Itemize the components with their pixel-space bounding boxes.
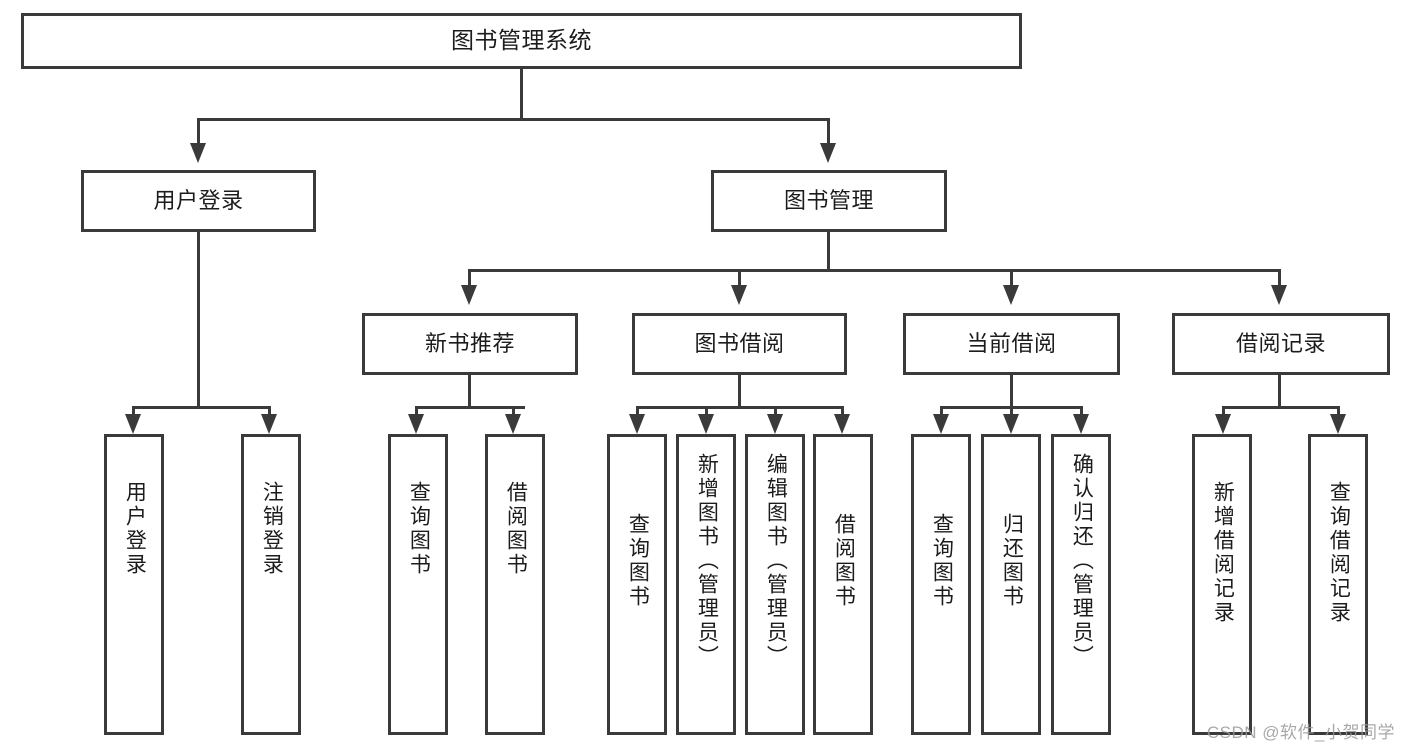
connector-new-book-recommend-bar [415,406,525,409]
node-label: 新增借阅记录 [1211,481,1235,625]
arrowhead-new-book-recommend [461,285,477,305]
leaf-nbr-query-book[interactable]: 查询图书 [388,434,448,735]
arrowhead-leaf-user-login-1 [261,414,277,434]
node-label: 查询图书 [626,513,650,609]
connector-borrow-record-stem [1278,375,1281,408]
node-current-borrow[interactable]: 当前借阅 [903,313,1120,375]
arrowhead-leaf-bb-1 [698,414,714,434]
connector-drop-leaf-cb-0 [940,406,943,416]
connector-new-book-recommend-stem [468,375,471,408]
arrowhead-leaf-cb-2 [1073,414,1089,434]
connector-drop-borrow-record [1278,269,1281,287]
connector-drop-leaf-user-login-0 [132,406,135,416]
arrowhead-current-borrow [1003,285,1019,305]
connector-user-login-bar [132,406,271,409]
node-user-login[interactable]: 用户登录 [81,170,316,232]
connector-drop-leaf-bb-0 [636,406,639,416]
node-label: 图书管理 [783,187,874,213]
connector-drop-leaf-bb-2 [774,406,777,416]
arrowhead-borrow-record [1271,285,1287,305]
leaf-user-login-login[interactable]: 用户登录 [104,434,164,735]
connector-drop-leaf-bb-3 [841,406,844,416]
arrowhead-leaf-cb-1 [1003,414,1019,434]
node-label: 用户登录 [123,481,147,577]
connector-drop-leaf-cb-2 [1080,406,1083,416]
node-label: 图书借阅 [694,330,785,356]
node-label: 用户登录 [153,187,244,213]
node-label: 借阅记录 [1235,330,1326,356]
arrowhead-leaf-user-login-0 [125,414,141,434]
arrowhead-leaf-nbr-1 [505,414,521,434]
leaf-br-query-record[interactable]: 查询借阅记录 [1308,434,1368,735]
connector-drop-user-login [197,118,200,145]
leaf-bb-borrow-book[interactable]: 借阅图书 [813,434,873,735]
node-root-book-management-system[interactable]: 图书管理系统 [21,13,1022,69]
connector-drop-new-book-recommend [468,269,471,287]
node-label: 新书推荐 [424,330,515,356]
connector-book-borrow-stem [738,375,741,408]
node-label: 归还图书 [1000,513,1024,609]
connector-book-management-stem [827,232,830,271]
connector-root-stem [520,69,523,118]
arrowhead-book-borrow [731,285,747,305]
connector-drop-leaf-br-1 [1337,406,1340,416]
node-label: 编辑图书（管理员） [764,453,788,669]
node-label: 注销登录 [260,481,284,577]
leaf-user-login-logout[interactable]: 注销登录 [241,434,301,735]
leaf-cb-return-book[interactable]: 归还图书 [981,434,1041,735]
arrowhead-leaf-bb-2 [767,414,783,434]
connector-drop-leaf-nbr-0 [415,406,418,416]
connector-drop-book-borrow [738,269,741,287]
connector-drop-leaf-user-login-1 [268,406,271,416]
leaf-bb-add-book-admin[interactable]: 新增图书（管理员） [676,434,736,735]
node-label: 确认归还（管理员） [1070,453,1094,669]
connector-drop-leaf-nbr-1 [512,406,515,416]
arrowhead-book-management [820,143,836,163]
connector-drop-leaf-bb-1 [705,406,708,416]
arrowhead-leaf-cb-0 [933,414,949,434]
arrowhead-leaf-bb-3 [834,414,850,434]
node-label: 查询借阅记录 [1327,481,1351,625]
connector-borrow-record-bar [1222,406,1340,409]
connector-user-login-stem [197,232,200,408]
node-label: 图书管理系统 [451,27,592,54]
node-label: 当前借阅 [966,330,1057,356]
connector-drop-leaf-cb-1 [1010,406,1013,416]
node-new-book-recommend[interactable]: 新书推荐 [362,313,578,375]
leaf-cb-query-book[interactable]: 查询图书 [911,434,971,735]
node-label: 借阅图书 [832,513,856,609]
connector-book-borrow-bar [636,406,844,409]
node-borrow-record[interactable]: 借阅记录 [1172,313,1390,375]
arrowhead-leaf-br-0 [1215,414,1231,434]
node-label: 查询图书 [930,513,954,609]
arrowhead-leaf-bb-0 [629,414,645,434]
connector-current-borrow-stem [1010,375,1013,408]
connector-drop-book-management [827,118,830,145]
connector-drop-leaf-br-0 [1222,406,1225,416]
node-label: 借阅图书 [504,481,528,577]
arrowhead-user-login [190,143,206,163]
node-book-management[interactable]: 图书管理 [711,170,947,232]
connector-level1-bar [197,118,829,121]
leaf-br-add-record[interactable]: 新增借阅记录 [1192,434,1252,735]
connector-drop-current-borrow [1010,269,1013,287]
csdn-watermark: CSDN @软件_小贺同学 [1206,723,1395,742]
node-label: 查询图书 [407,481,431,577]
arrowhead-leaf-br-1 [1330,414,1346,434]
leaf-bb-query-book[interactable]: 查询图书 [607,434,667,735]
node-label: 新增图书（管理员） [695,453,719,669]
connector-level3-bar [468,269,1281,272]
leaf-cb-confirm-return-admin[interactable]: 确认归还（管理员） [1051,434,1111,735]
leaf-nbr-borrow-book[interactable]: 借阅图书 [485,434,545,735]
node-book-borrow[interactable]: 图书借阅 [632,313,847,375]
leaf-bb-edit-book-admin[interactable]: 编辑图书（管理员） [745,434,805,735]
arrowhead-leaf-nbr-0 [408,414,424,434]
